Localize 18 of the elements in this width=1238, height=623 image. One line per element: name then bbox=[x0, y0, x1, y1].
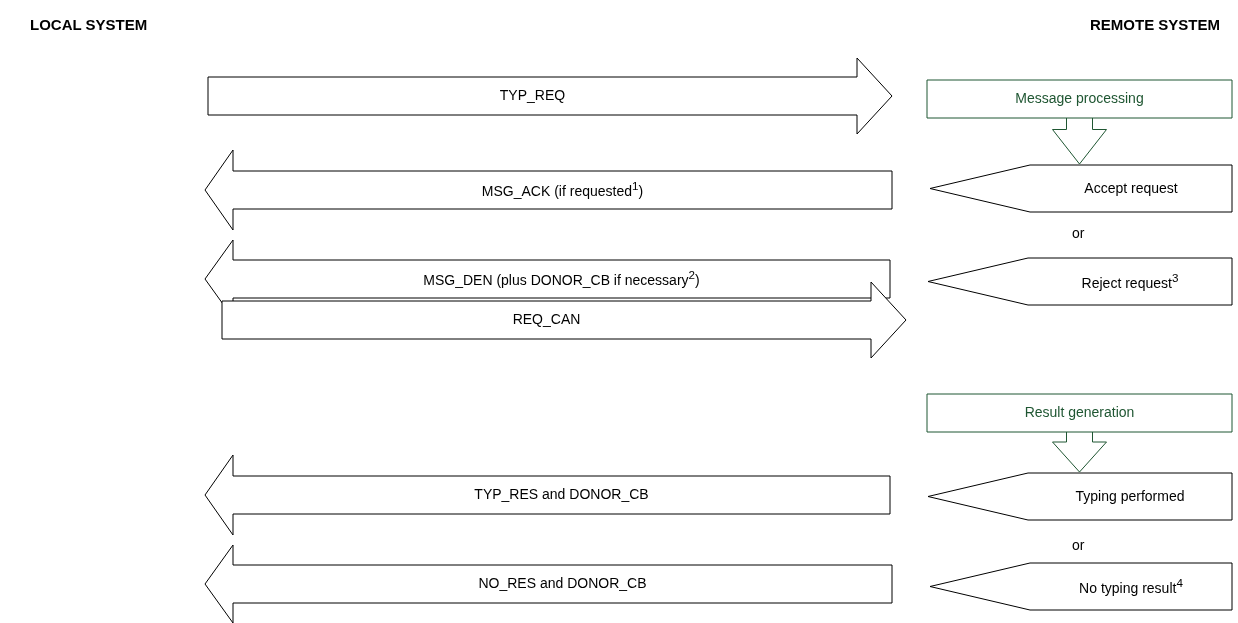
outcome-label: Reject request$^{3}$ bbox=[1081, 270, 1179, 291]
message-label: MSG_ACK (if requested$^{1}$) bbox=[481, 179, 644, 199]
message-label: MSG_DEN (plus DONOR_CB if necessary$^{2}$) bbox=[423, 268, 700, 288]
outcome-label: Accept request bbox=[1084, 179, 1178, 196]
outcome-label: Typing performed bbox=[1075, 487, 1185, 504]
down-arrow bbox=[1052, 117, 1107, 165]
process-label: Result generation bbox=[1024, 404, 1135, 420]
message-label: REQ_CAN bbox=[512, 311, 581, 327]
down-arrow bbox=[1052, 431, 1107, 473]
message-label: TYP_RES and DONOR_CB bbox=[474, 486, 649, 502]
message-label: NO_RES and DONOR_CB bbox=[478, 575, 647, 591]
outcome-label: No typing result$^{4}$ bbox=[1079, 575, 1183, 596]
column-heading: LOCAL SYSTEM bbox=[30, 16, 148, 33]
alternative-label: or bbox=[1072, 225, 1085, 241]
message-label: TYP_REQ bbox=[499, 87, 566, 103]
column-heading: REMOTE SYSTEM bbox=[1090, 16, 1220, 33]
process-label: Message processing bbox=[1015, 90, 1144, 106]
alternative-label: or bbox=[1072, 537, 1085, 553]
